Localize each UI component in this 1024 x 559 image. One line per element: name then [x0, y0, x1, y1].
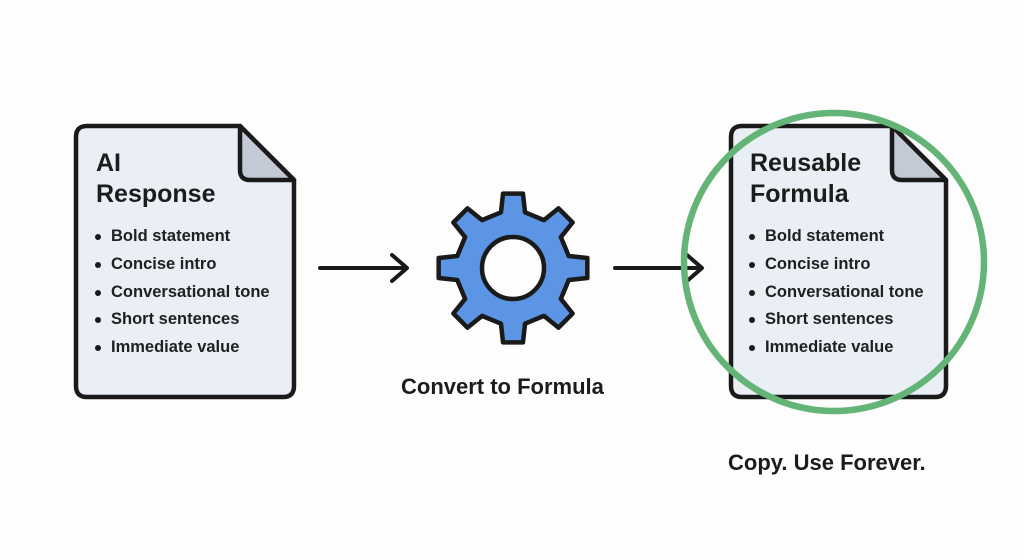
- left-document-title: AI Response: [96, 148, 246, 210]
- list-item: Immediate value: [748, 334, 924, 362]
- right-document-shape: [728, 123, 949, 400]
- right-document-body: [728, 123, 949, 400]
- arrow-gear-to-right: [613, 253, 704, 283]
- gear-icon: [436, 191, 590, 345]
- list-item: Bold statement: [748, 223, 924, 251]
- list-item: Short sentences: [94, 306, 270, 334]
- list-item: Conversational tone: [748, 279, 924, 307]
- convert-caption: Convert to Formula: [401, 374, 604, 399]
- list-item: Conversational tone: [94, 279, 270, 307]
- right-title-line-1: Reusable: [750, 149, 862, 177]
- highlight-circle: [680, 109, 988, 415]
- right-title-line-2: Formula: [750, 180, 849, 208]
- right-document-list: Bold statement Concise intro Conversatio…: [748, 223, 924, 362]
- left-document-list: Bold statement Concise intro Conversatio…: [94, 223, 270, 362]
- left-title-line-2: Response: [96, 180, 216, 208]
- list-item: Immediate value: [94, 334, 270, 362]
- left-document-shape: [73, 123, 297, 400]
- left-document-fold: [237, 123, 297, 183]
- left-title-line-1: AI: [96, 149, 121, 177]
- right-document-title: Reusable Formula: [750, 148, 900, 210]
- list-item: Short sentences: [748, 306, 924, 334]
- list-item: Concise intro: [94, 251, 270, 279]
- arrow-left-to-gear: [318, 253, 409, 283]
- list-item: Concise intro: [748, 251, 924, 279]
- list-item: Bold statement: [94, 223, 270, 251]
- right-document-fold: [889, 123, 949, 183]
- left-document-body: [73, 123, 297, 400]
- copy-caption: Copy. Use Forever.: [728, 450, 926, 475]
